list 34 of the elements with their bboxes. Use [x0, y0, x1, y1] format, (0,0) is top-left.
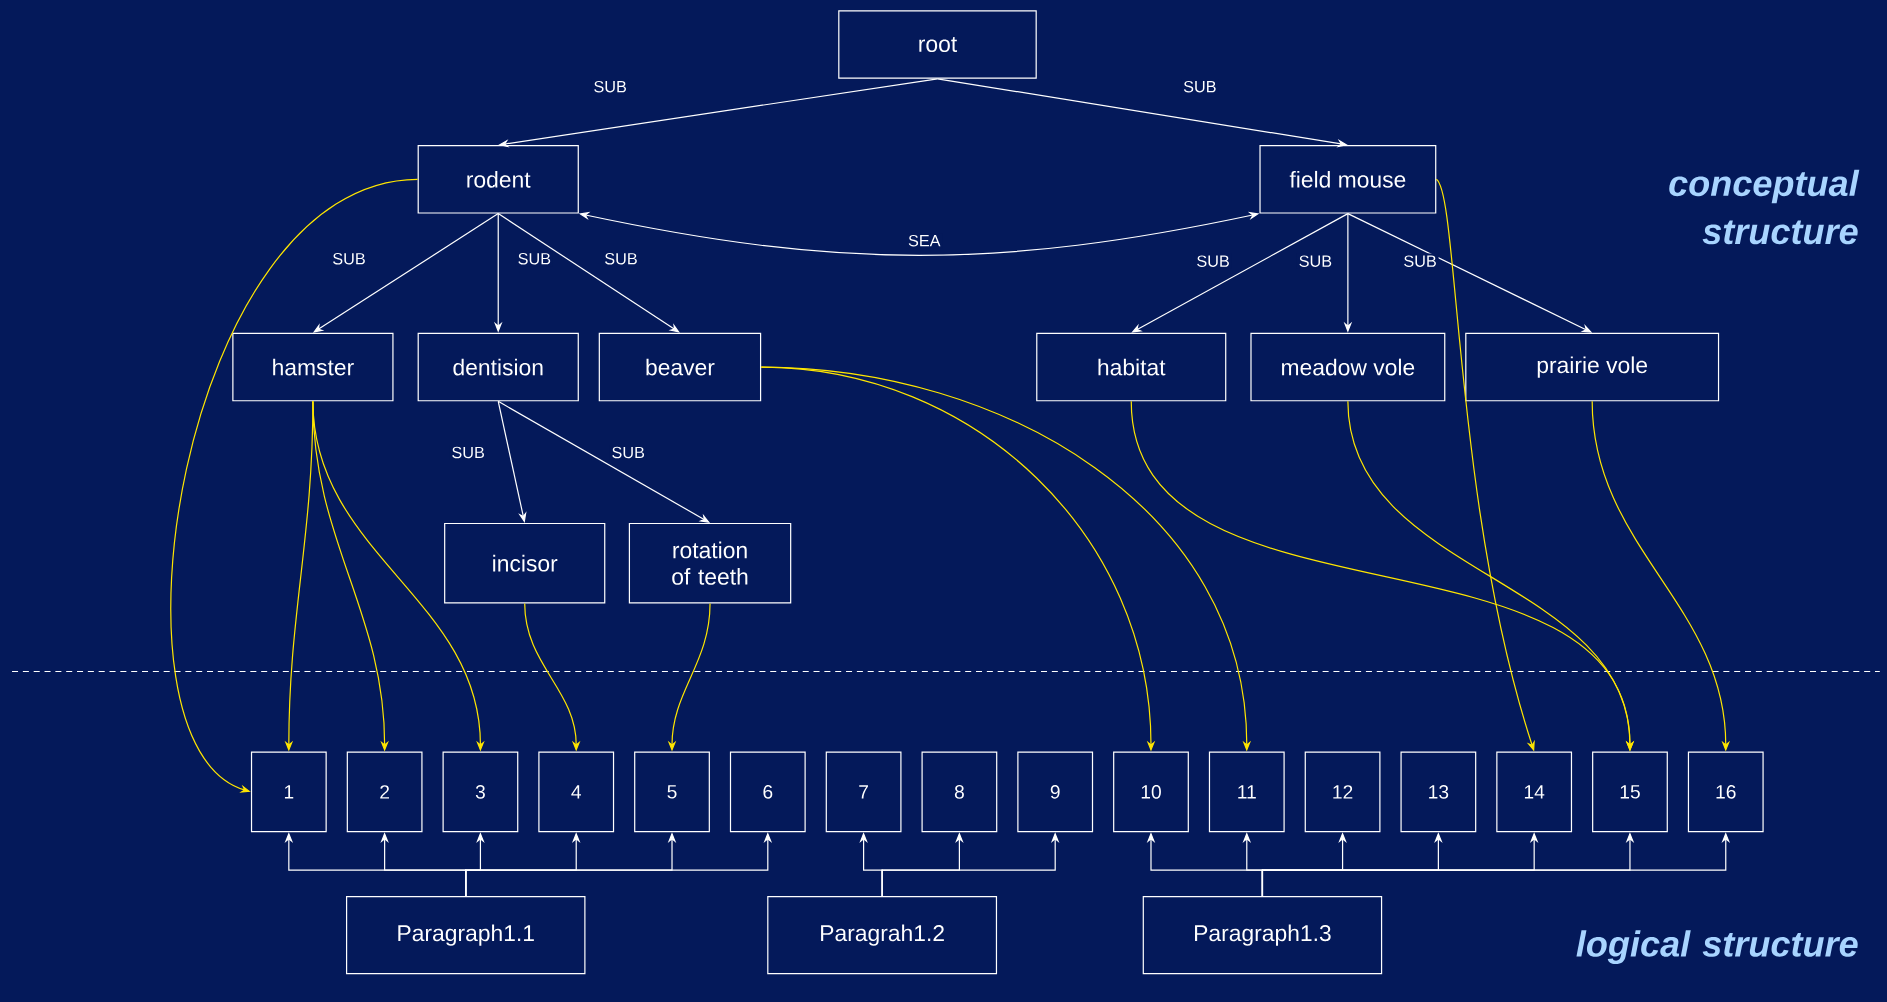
concept-box: habitat: [1036, 332, 1227, 402]
number-box: 2: [346, 751, 423, 832]
number-box: 3: [442, 751, 519, 832]
paragraph-box: Paragraph1.3: [1142, 895, 1383, 974]
number-box: 4: [538, 751, 615, 832]
number-box: 7: [825, 751, 902, 832]
number-box: 1: [250, 751, 327, 832]
concept-box: field mouse: [1259, 144, 1437, 214]
concept-box: dentision: [417, 332, 579, 402]
concept-box: rotation of teeth: [628, 522, 792, 604]
section-label: conceptual structure: [1669, 169, 1860, 245]
concept-box: incisor: [444, 522, 606, 604]
link-curve: [170, 178, 419, 793]
arrow: [497, 212, 680, 333]
concept-box: hamster: [232, 332, 394, 402]
number-box: 15: [1592, 751, 1668, 832]
number-box: 11: [1208, 751, 1285, 832]
number-box: 16: [1687, 751, 1764, 832]
paragraph-box: Paragraph1.1: [346, 895, 586, 974]
section-label: logical structure: [1576, 930, 1858, 964]
number-box: 14: [1496, 751, 1573, 832]
concept-box: rodent: [417, 144, 579, 214]
number-box: 13: [1400, 751, 1477, 832]
concept-box: root: [838, 10, 1037, 79]
concept-box: prairie vole: [1465, 332, 1720, 402]
number-box: 6: [729, 751, 806, 832]
number-box: 5: [634, 751, 710, 832]
number-box: 12: [1304, 751, 1381, 832]
number-box: 10: [1113, 751, 1189, 832]
number-box: 9: [1017, 751, 1094, 832]
number-box: 8: [921, 751, 998, 832]
concept-box: meadow vole: [1250, 332, 1446, 402]
concept-box: beaver: [598, 332, 762, 402]
paragraph-box: Paragrah1.2: [767, 895, 998, 974]
